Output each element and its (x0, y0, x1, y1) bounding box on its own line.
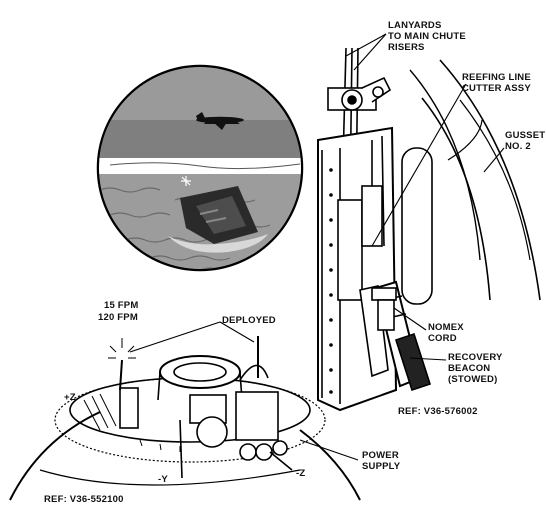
nomex-cord-label: NOMEX CORD (428, 322, 464, 344)
reference-left: REF: V36-552100 (44, 494, 124, 505)
rate-15-fpm-label: 15 FPM (104, 300, 139, 311)
lanyards-label-line1: LANYARDS (388, 20, 442, 31)
reefing-label-line1: REEFING LINE (462, 72, 531, 83)
lanyards-label: LANYARDS TO MAIN CHUTE RISERS (388, 20, 466, 53)
leader-lines (129, 33, 505, 461)
recovery-beacon-label: RECOVERY BEACON (STOWED) (448, 352, 503, 385)
beacon-label-line1: RECOVERY (448, 352, 503, 363)
gusset-label-line1: GUSSET (505, 130, 546, 141)
power-label-line2: SUPPLY (362, 461, 401, 472)
power-supply-label: POWER SUPPLY (362, 450, 400, 472)
power-label-line1: POWER (362, 450, 399, 461)
reefing-assembly-drawing (317, 47, 541, 412)
nomex-label-line1: NOMEX (428, 322, 464, 333)
reefing-line-cutter-label: REEFING LINE CUTTER ASSY (462, 72, 531, 94)
axis-minus-y-label: -Y (158, 474, 168, 485)
deployed-label: DEPLOYED (222, 315, 276, 326)
reefing-label-line2: CUTTER ASSY (462, 83, 531, 94)
nomex-label-line2: CORD (428, 333, 457, 344)
inset-recovery-scene (96, 64, 304, 272)
beacon-label-line3: (STOWED) (448, 374, 498, 385)
lanyards-label-line2: TO MAIN CHUTE (388, 31, 466, 42)
gusset-label-line2: NO. 2 (505, 141, 531, 152)
axis-plus-z-label: +Z (64, 392, 76, 403)
reference-right: REF: V36-576002 (398, 406, 478, 417)
rate-120-fpm-label: 120 FPM (98, 312, 138, 323)
spacecraft-deck-drawing (9, 336, 361, 501)
gusset-label: GUSSET NO. 2 (505, 130, 545, 152)
axis-minus-z-label: -Z (296, 468, 306, 479)
lanyards-label-line3: RISERS (388, 42, 425, 53)
beacon-flash-icon (108, 338, 136, 359)
beacon-label-line2: BEACON (448, 363, 491, 374)
